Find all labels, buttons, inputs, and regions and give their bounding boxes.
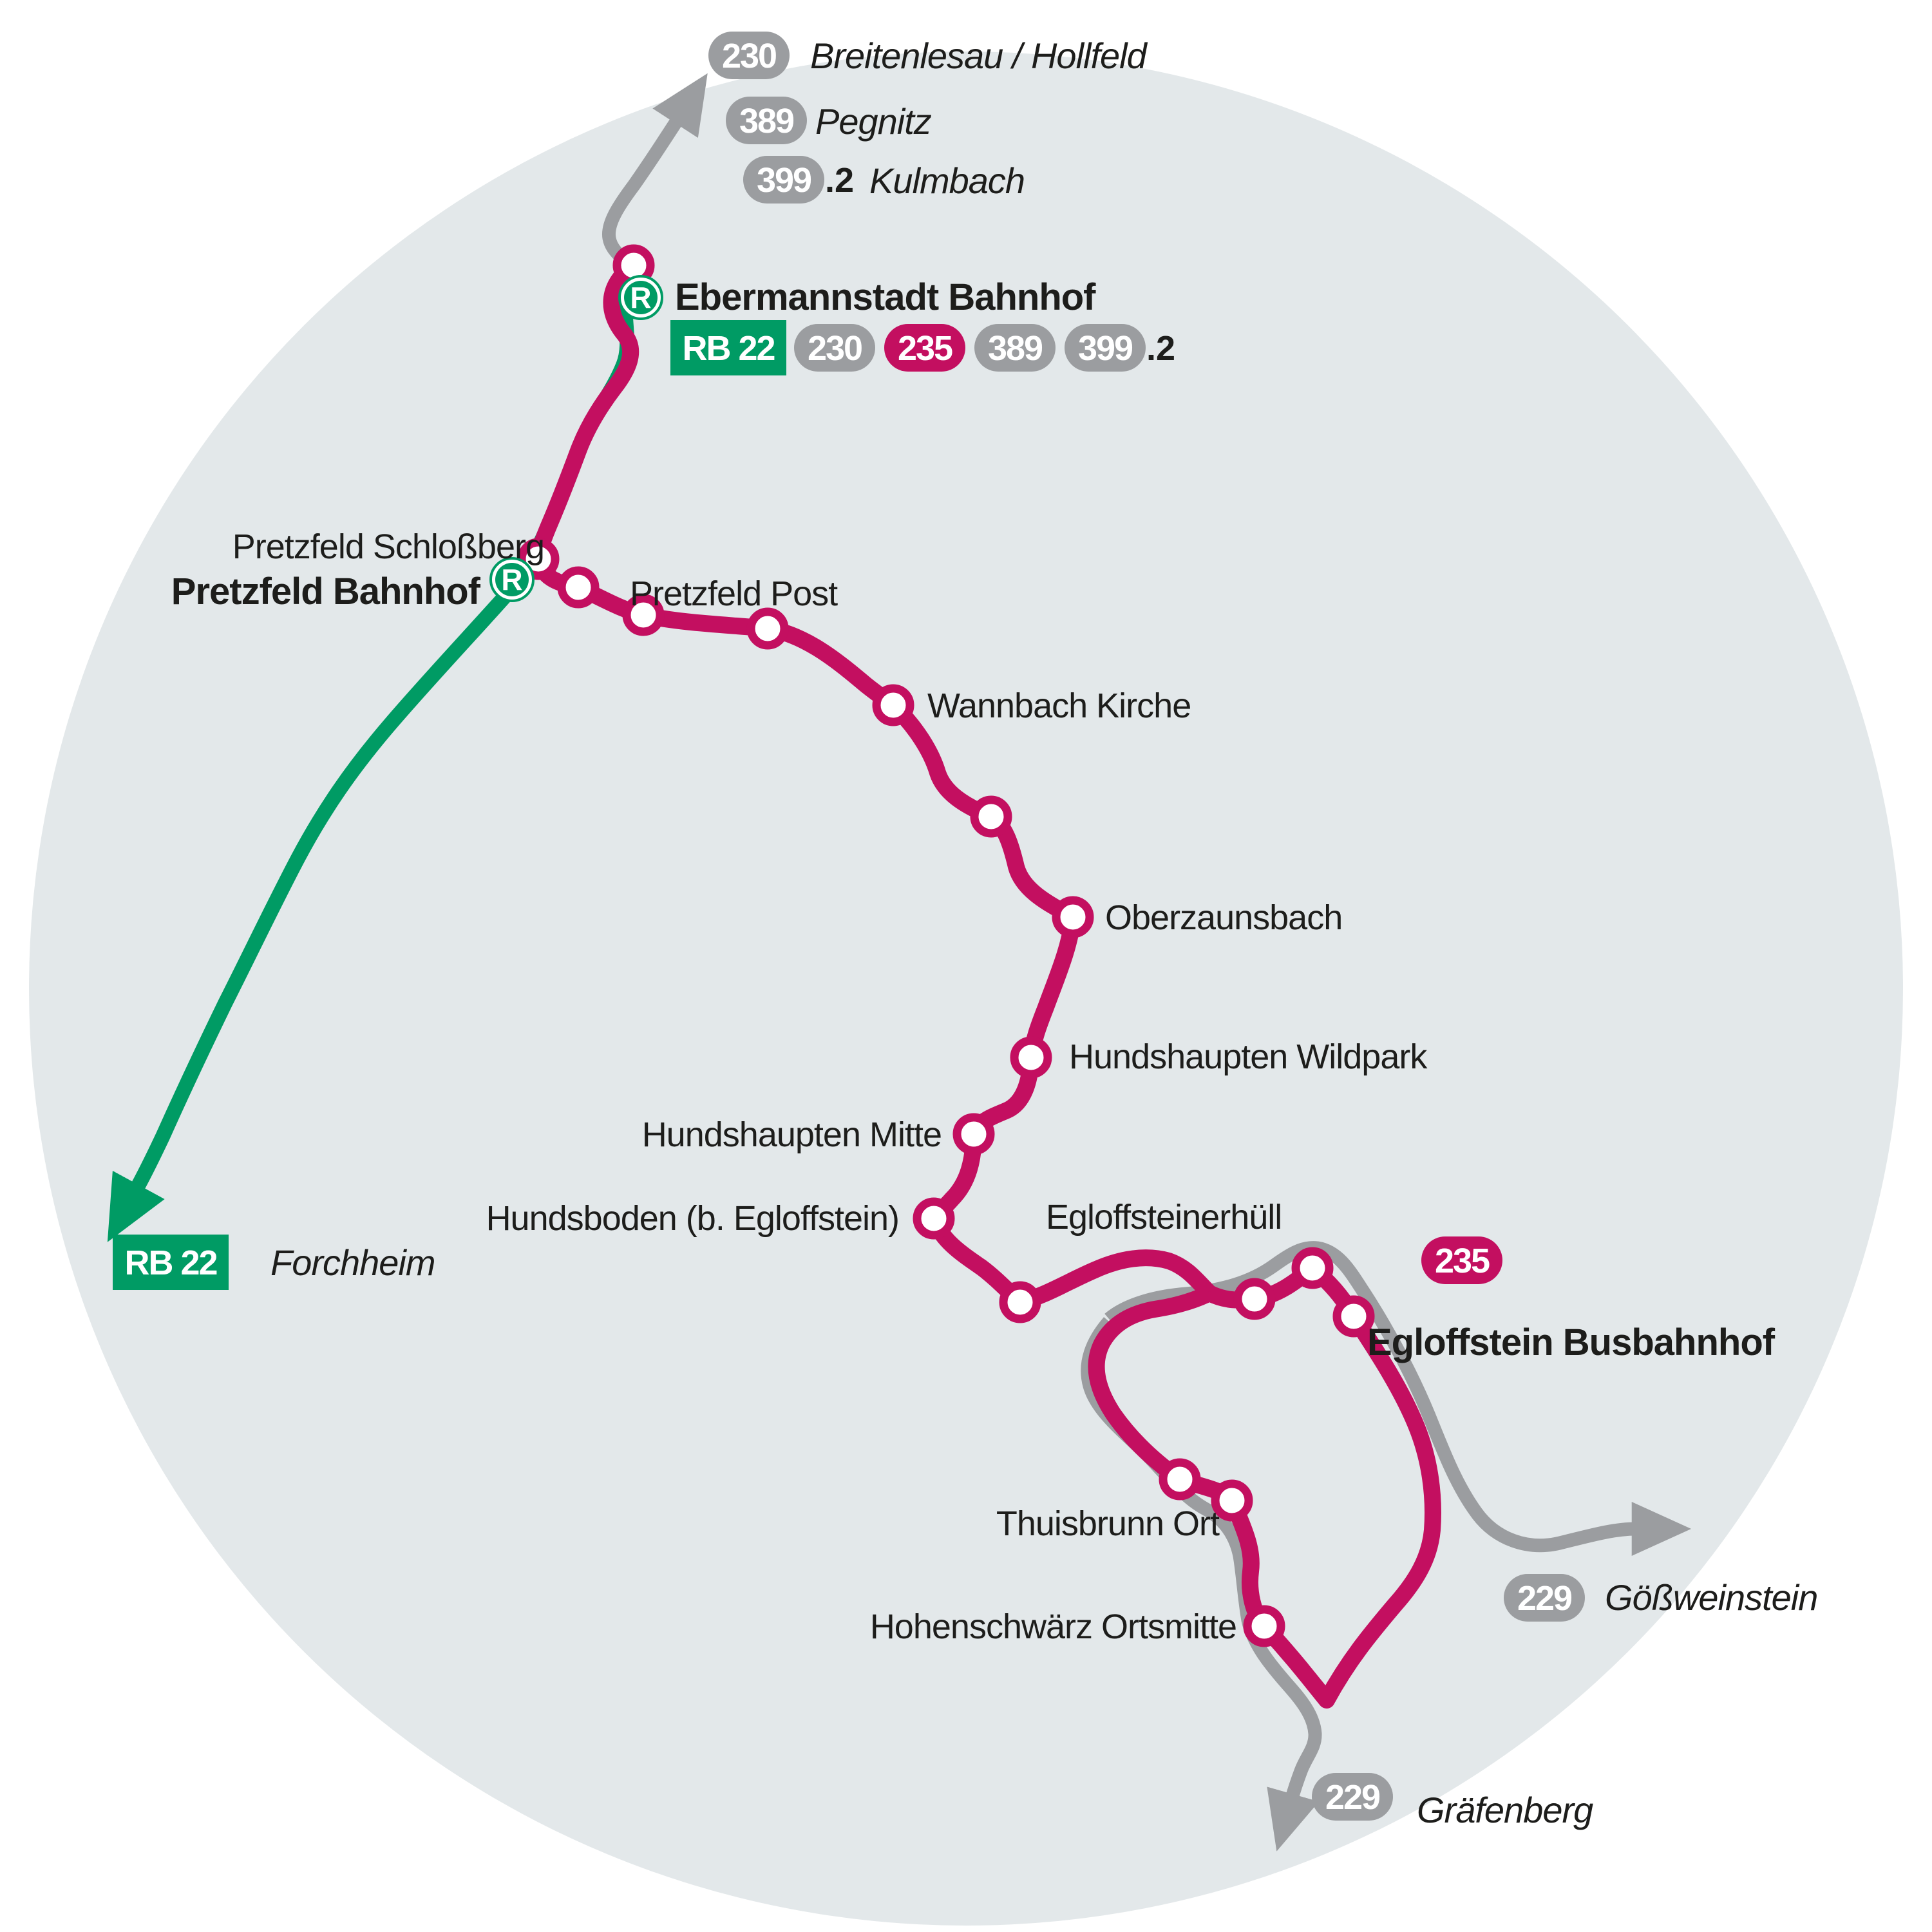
stop-egloffsteinerhuell <box>999 1281 1041 1323</box>
badge-235-ebermannstadt: 235 <box>884 324 965 372</box>
station-hundshaupten-mitte: Hundshaupten Mitte <box>642 1115 942 1154</box>
stop-oberzaunsbach <box>1052 896 1094 938</box>
badge-389-ebermannstadt-text: 389 <box>988 329 1043 368</box>
station-ebermannstadt-bahnhof: Ebermannstadt Bahnhof <box>675 276 1096 318</box>
stop-unnamed-3 <box>746 607 789 650</box>
stop-hundshaupten-wildpark <box>1010 1036 1052 1079</box>
stop-unnamed-2 <box>622 594 665 636</box>
r-icon-pretzfeld-letter: R <box>501 563 522 596</box>
rail-station-icons: RR <box>489 275 663 602</box>
stop-egloffstein-busbahnhof <box>1291 1247 1334 1289</box>
station-oberzaunsbach: Oberzaunsbach <box>1105 898 1342 937</box>
r-icon-pretzfeld: R <box>489 557 535 602</box>
badge-230-ebermannstadt-text: 230 <box>808 329 862 368</box>
badge-389-north-text: 389 <box>739 102 794 140</box>
badge-229-graefenberg: 229 <box>1312 1773 1393 1821</box>
dest-pegnitz: Pegnitz <box>815 101 932 142</box>
station-pretzfeld-bahnhof: Pretzfeld Bahnhof <box>171 571 481 612</box>
badge-399-north-text: 399 <box>757 161 811 200</box>
badge-399-ebermannstadt: 399.2 <box>1065 324 1175 372</box>
badge-rb22-ebermannstadt: RB 22 <box>670 320 786 375</box>
badge-rb22-ebermannstadt-text: RB 22 <box>682 329 774 368</box>
stop-unnamed-5 <box>1233 1278 1276 1320</box>
r-icon-ebermannstadt-letter: R <box>630 281 651 314</box>
badge-399-ebermannstadt-text: 399 <box>1078 329 1133 368</box>
stop-hundshaupten-mitte <box>952 1113 995 1155</box>
dest-kulmbach: Kulmbach <box>869 160 1025 201</box>
dest-breitenlesau-hollfeld: Breitenlesau / Hollfeld <box>810 35 1148 76</box>
badge-235-egloffstein-text: 235 <box>1435 1242 1490 1280</box>
station-pretzfeld-schlossberg: Pretzfeld Schloßberg <box>232 527 544 566</box>
stop-wannbach-kirche <box>872 684 914 726</box>
stop-hundsboden <box>913 1197 955 1240</box>
dest-goessweinstein: Gößweinstein <box>1605 1577 1817 1618</box>
station-hundshaupten-wildpark: Hundshaupten Wildpark <box>1069 1037 1428 1076</box>
station-hundsboden: Hundsboden (b. Egloffstein) <box>486 1199 899 1238</box>
badge-230-north: 230 <box>708 32 790 79</box>
station-hohenschwaerz-ortsmitte: Hohenschwärz Ortsmitte <box>870 1607 1236 1646</box>
stop-thuisbrunn-2 <box>1211 1479 1253 1522</box>
badge-230-north-text: 230 <box>722 37 776 75</box>
r-icon-ebermannstadt: R <box>618 275 663 320</box>
badge-399-ebermannstadt-suffix: .2 <box>1146 329 1175 368</box>
stop-markers <box>517 244 1375 1647</box>
badge-230-ebermannstadt: 230 <box>794 324 875 372</box>
badge-rb22-forchheim-text: RB 22 <box>124 1244 216 1282</box>
badge-389-ebermannstadt: 389 <box>974 324 1056 372</box>
badge-399-north: 399.2 <box>743 156 854 204</box>
badge-389-north: 389 <box>726 97 807 144</box>
station-egloffsteinerhuell: Egloffsteinerhüll <box>1046 1198 1282 1236</box>
badge-235-egloffstein: 235 <box>1421 1236 1502 1284</box>
station-labels: Breitenlesau / HollfeldPegnitzKulmbachEb… <box>171 35 1819 1830</box>
badge-235-ebermannstadt-text: 235 <box>898 329 952 368</box>
stop-unnamed-6 <box>1332 1295 1375 1338</box>
badge-229-goessweinstein: 229 <box>1504 1574 1585 1622</box>
station-egloffstein-busbahnhof: Egloffstein Busbahnhof <box>1367 1321 1776 1363</box>
badge-229-goessweinstein-text: 229 <box>1517 1579 1572 1618</box>
stop-unnamed-1 <box>557 566 600 609</box>
badge-229-graefenberg-text: 229 <box>1325 1778 1380 1817</box>
station-pretzfeld-post: Pretzfeld Post <box>630 574 838 613</box>
station-wannbach-kirche: Wannbach Kirche <box>927 687 1191 725</box>
badge-rb22-forchheim: RB 22 <box>113 1235 229 1290</box>
dest-forchheim: Forchheim <box>270 1242 435 1283</box>
stop-hohenschwaerz <box>1243 1605 1285 1647</box>
stop-unnamed-4 <box>970 795 1012 838</box>
badge-399-north-suffix: .2 <box>825 161 854 200</box>
dest-graefenberg: Gräfenberg <box>1417 1790 1593 1830</box>
stop-thuisbrunn-1 <box>1159 1458 1201 1501</box>
station-thuisbrunn-ort: Thuisbrunn Ort <box>996 1504 1220 1543</box>
